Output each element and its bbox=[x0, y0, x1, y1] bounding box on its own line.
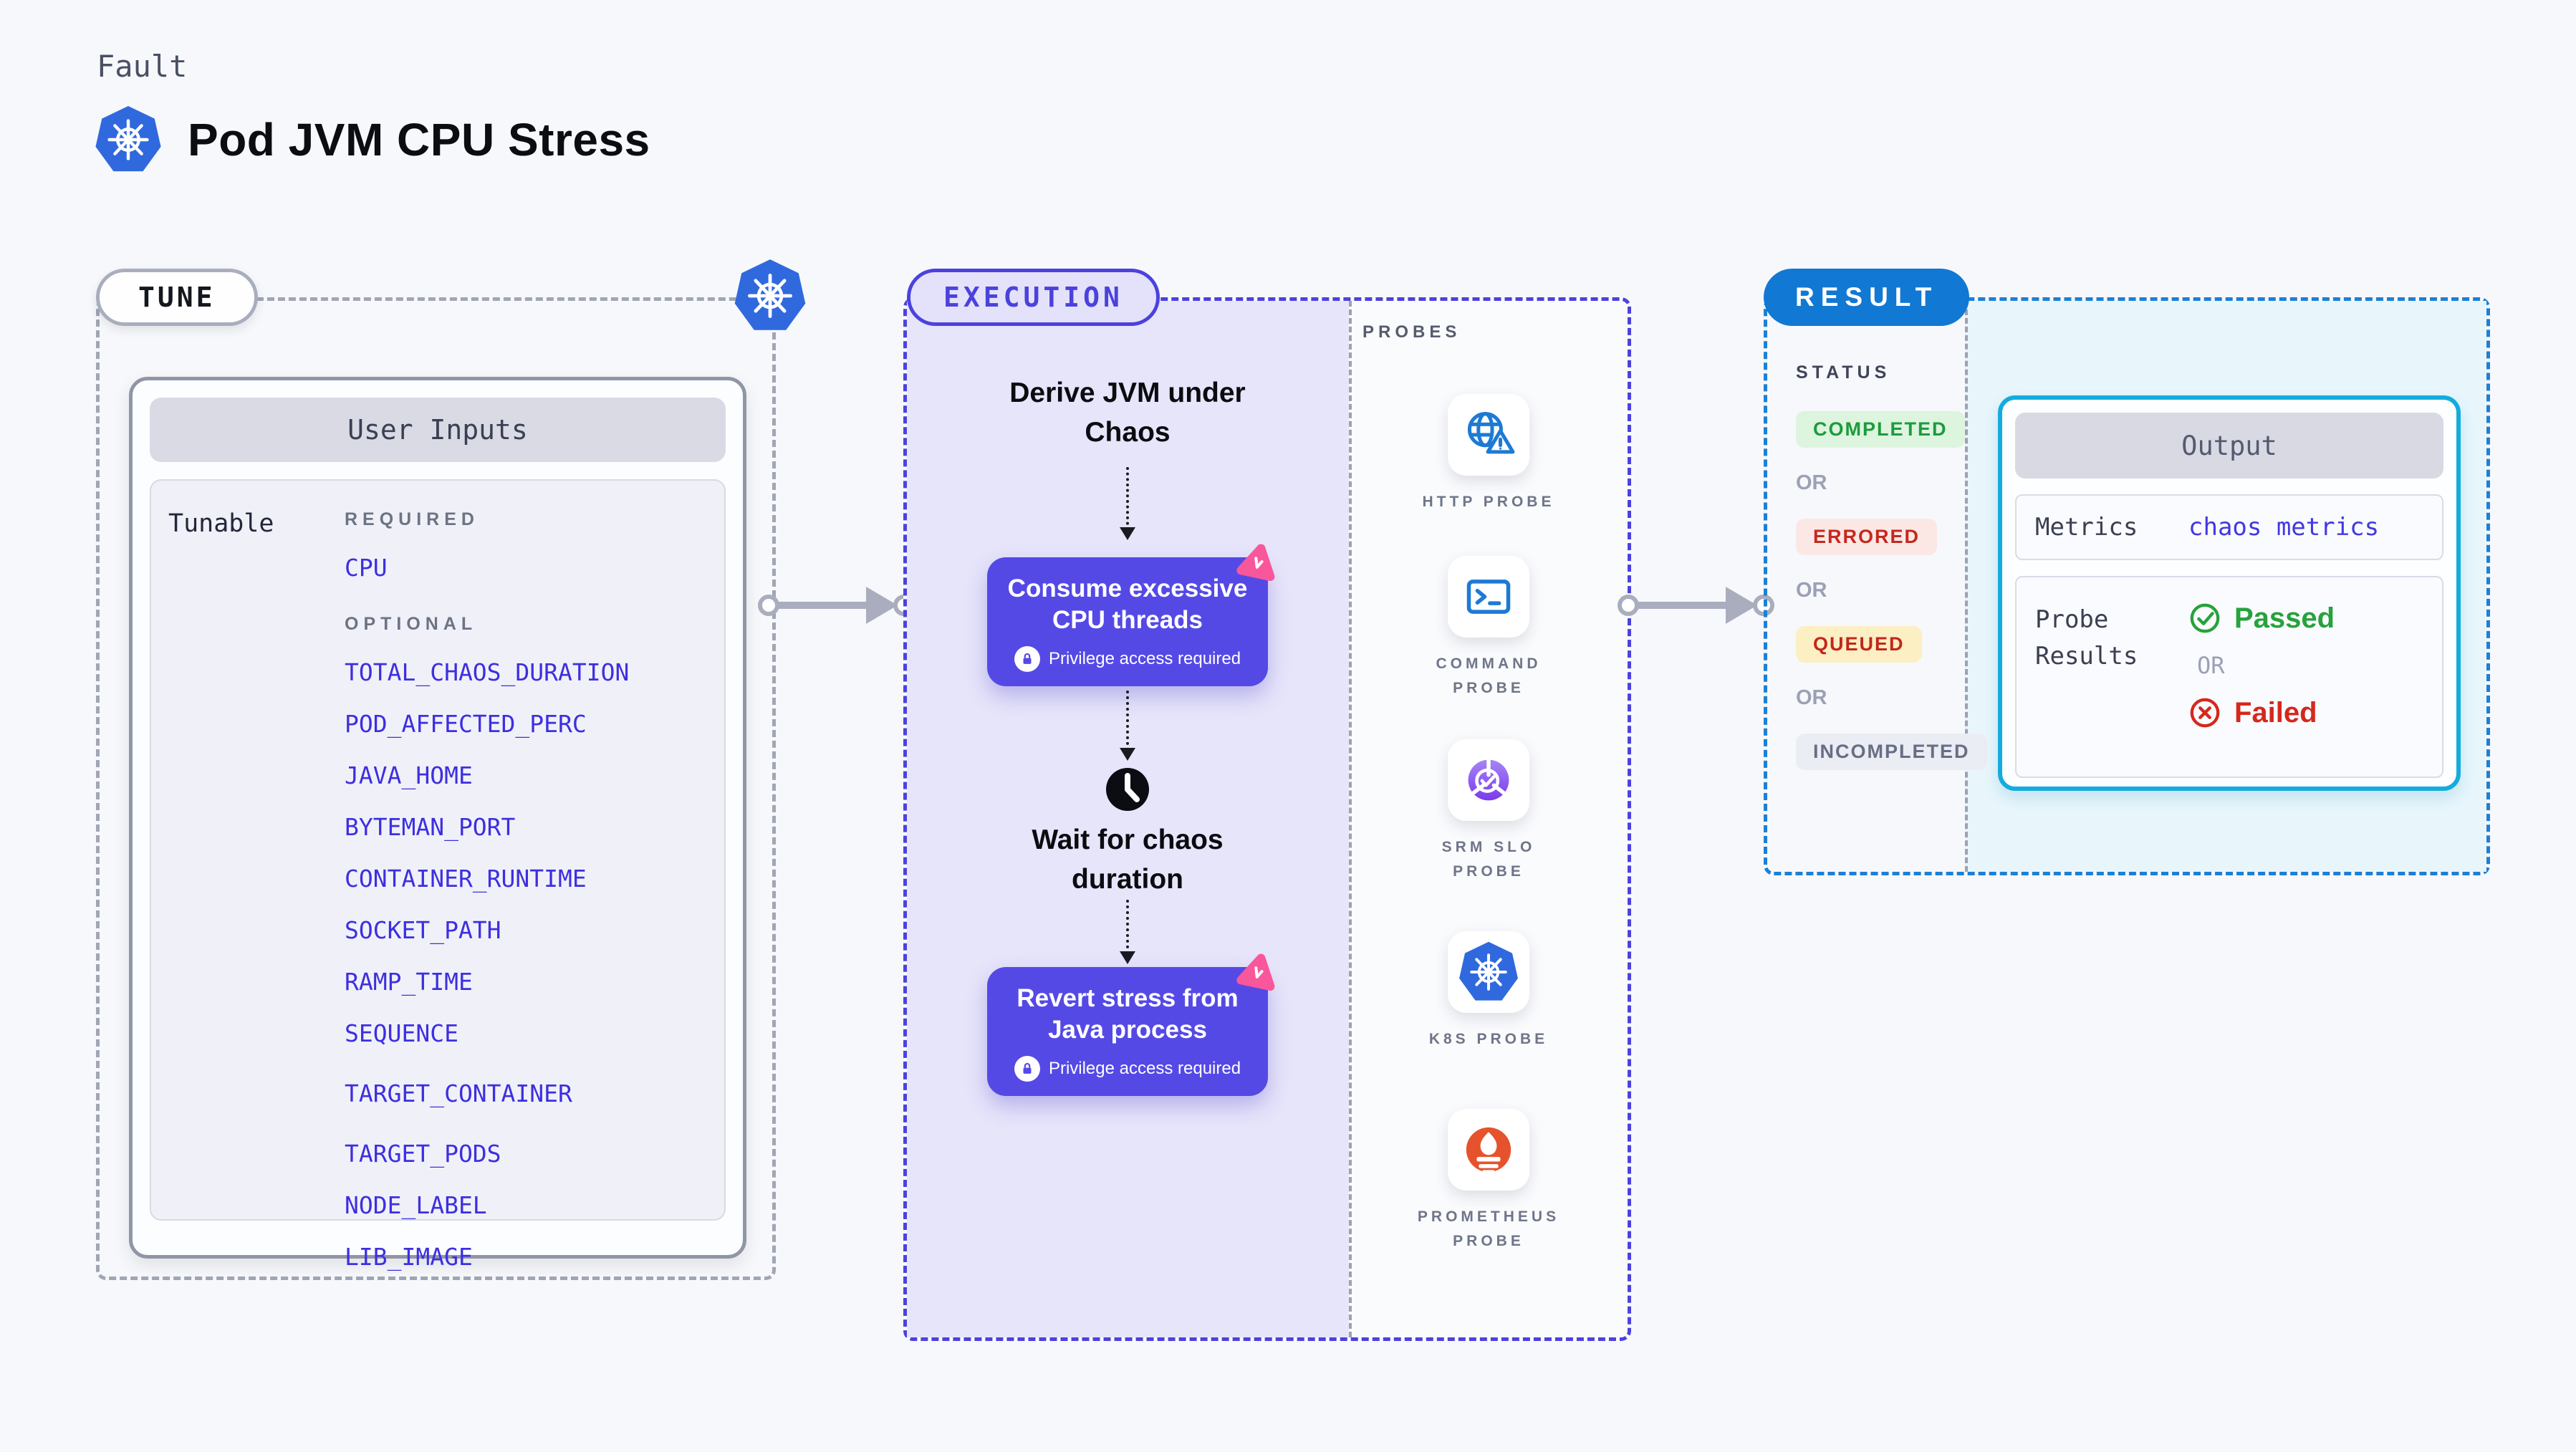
page-title: Pod JVM CPU Stress bbox=[188, 114, 650, 165]
tunable-variable: LIB_IMAGE bbox=[345, 1243, 473, 1271]
probe-results-label: Probe Results bbox=[2035, 605, 2138, 670]
probe-item-k8s: K8S PROBE bbox=[1374, 931, 1603, 1052]
check-circle-icon bbox=[2190, 603, 2220, 633]
chaos-spark-icon bbox=[1236, 953, 1275, 991]
tunable-variable: BYTEMAN_PORT bbox=[345, 813, 516, 841]
clock-icon bbox=[1106, 768, 1149, 811]
tunable-variable: SEQUENCE bbox=[345, 1019, 458, 1047]
or-separator: OR bbox=[1796, 579, 1827, 602]
tunable-variable: CPU bbox=[345, 554, 388, 582]
connector-down-icon bbox=[1120, 467, 1135, 540]
tunable-row-label: Tunable bbox=[168, 509, 274, 538]
step-derive-jvm: Derive JVM under Chaos bbox=[1009, 378, 1246, 448]
metrics-row: Metrics chaos metrics bbox=[2015, 494, 2443, 560]
probe-item-prometheus: PROMETHEUS PROBE bbox=[1374, 1109, 1603, 1253]
required-group-label: REQUIRED bbox=[345, 509, 479, 529]
action-revert-stress: Revert stress from Java process Privileg… bbox=[987, 953, 1275, 1096]
metrics-label: Metrics bbox=[2035, 512, 2138, 542]
probe-results-row: Probe Results Passed OR bbox=[2015, 576, 2443, 778]
tunable-variable: NODE_LABEL bbox=[345, 1191, 487, 1219]
probe-results-values: Passed OR Failed bbox=[2188, 602, 2335, 729]
status-badge-errored: ERRORED bbox=[1796, 519, 1938, 555]
kubernetes-icon bbox=[93, 105, 163, 175]
result-badge: RESULT bbox=[1764, 269, 1970, 326]
probes-divider bbox=[1349, 301, 1352, 1337]
tunable-variable: RAMP_TIME bbox=[345, 968, 473, 996]
privilege-note: Privilege access required bbox=[1048, 1058, 1241, 1078]
optional-group-label: OPTIONAL bbox=[345, 614, 478, 634]
result-divider bbox=[1965, 301, 1968, 872]
globe-alert-icon bbox=[1448, 394, 1529, 476]
or-separator: OR bbox=[1796, 686, 1827, 709]
failed-row: Failed bbox=[2188, 696, 2335, 729]
execution-section-box: Derive JVM under Chaos Consume excessive… bbox=[903, 297, 1631, 1341]
probe-label: PROMETHEUS PROBE bbox=[1417, 1208, 1560, 1249]
or-separator: OR bbox=[1796, 471, 1827, 494]
probe-label: SRM SLO PROBE bbox=[1441, 839, 1536, 880]
kubernetes-icon bbox=[1448, 931, 1529, 1013]
lock-icon bbox=[1014, 1055, 1040, 1082]
tunable-variable: POD_AFFECTED_PERC bbox=[345, 710, 587, 738]
connector-down-icon bbox=[1120, 691, 1135, 761]
probe-item-command: COMMAND PROBE bbox=[1374, 556, 1603, 700]
probe-item-http: HTTP PROBE bbox=[1374, 394, 1603, 514]
output-card: Output Metrics chaos metrics Probe Resul… bbox=[1998, 395, 2461, 791]
tunable-values: REQUIRED CPU OPTIONAL TOTAL_CHAOS_DURATI… bbox=[345, 509, 630, 1271]
tune-badge: TUNE bbox=[96, 269, 258, 326]
fault-kicker: Fault bbox=[97, 49, 188, 84]
prometheus-icon bbox=[1448, 1109, 1529, 1191]
status-badge-incompleted: INCOMPLETED bbox=[1796, 734, 1987, 770]
x-circle-icon bbox=[2190, 698, 2220, 728]
execution-flow-background bbox=[907, 301, 1349, 1337]
arrow-tune-to-execution bbox=[758, 587, 915, 624]
tunable-variable: TARGET_PODS bbox=[345, 1140, 501, 1168]
action-consume-cpu: Consume excessive CPU threads Privilege … bbox=[987, 544, 1275, 686]
tunable-variable: SOCKET_PATH bbox=[345, 916, 501, 944]
privilege-row: Privilege access required bbox=[1004, 645, 1251, 672]
privilege-row: Privilege access required bbox=[1004, 1055, 1251, 1082]
tune-section-box bbox=[96, 297, 776, 1280]
tunable-panel: Tunable REQUIRED CPU OPTIONAL TOTAL_CHAO… bbox=[150, 479, 726, 1271]
chaos-spark-icon bbox=[1236, 544, 1275, 582]
arrow-execution-to-result bbox=[1618, 587, 1774, 624]
probe-label: K8S PROBE bbox=[1428, 1031, 1549, 1047]
user-inputs-title: User Inputs bbox=[150, 398, 726, 462]
status-label: STATUS bbox=[1796, 362, 1891, 383]
step-wait-duration: Wait for chaos duration bbox=[1032, 824, 1224, 895]
lock-icon bbox=[1014, 645, 1040, 672]
kubernetes-icon bbox=[732, 258, 808, 334]
probes-label: PROBES bbox=[1363, 322, 1461, 342]
action-title: Revert stress from Java process bbox=[1017, 984, 1239, 1044]
connector-down-icon bbox=[1120, 900, 1135, 964]
status-badge-completed: COMPLETED bbox=[1796, 411, 1965, 448]
tunable-variable: TOTAL_CHAOS_DURATION bbox=[345, 658, 630, 686]
passed-label: Passed bbox=[2234, 602, 2335, 634]
status-column: STATUS COMPLETED OR ERRORED OR QUEUED OR… bbox=[1796, 362, 1987, 770]
terminal-icon bbox=[1448, 556, 1529, 638]
user-inputs-card: User Inputs Tunable REQUIRED CPU OPTIONA… bbox=[129, 377, 746, 1271]
result-section-box: STATUS COMPLETED OR ERRORED OR QUEUED OR… bbox=[1764, 297, 2490, 875]
probe-label: COMMAND PROBE bbox=[1436, 655, 1542, 696]
tunable-variable: JAVA_HOME bbox=[345, 761, 473, 789]
status-badge-queued: QUEUED bbox=[1796, 626, 1922, 663]
output-title: Output bbox=[2015, 413, 2443, 479]
failed-label: Failed bbox=[2234, 696, 2317, 729]
tunable-variable: TARGET_CONTAINER bbox=[345, 1080, 572, 1107]
tunable-variable: CONTAINER_RUNTIME bbox=[345, 865, 587, 893]
action-title: Consume excessive CPU threads bbox=[1007, 574, 1248, 634]
page-title-row: Pod JVM CPU Stress bbox=[93, 105, 650, 175]
privilege-note: Privilege access required bbox=[1048, 648, 1241, 668]
or-separator: OR bbox=[2197, 652, 2225, 679]
probe-item-srm-slo: SRM SLO PROBE bbox=[1374, 739, 1603, 883]
probe-label: HTTP PROBE bbox=[1422, 494, 1555, 510]
slo-donut-icon bbox=[1448, 739, 1529, 821]
execution-badge: EXECUTION bbox=[907, 269, 1160, 326]
metrics-value: chaos metrics bbox=[2188, 513, 2380, 542]
passed-row: Passed bbox=[2188, 602, 2335, 635]
